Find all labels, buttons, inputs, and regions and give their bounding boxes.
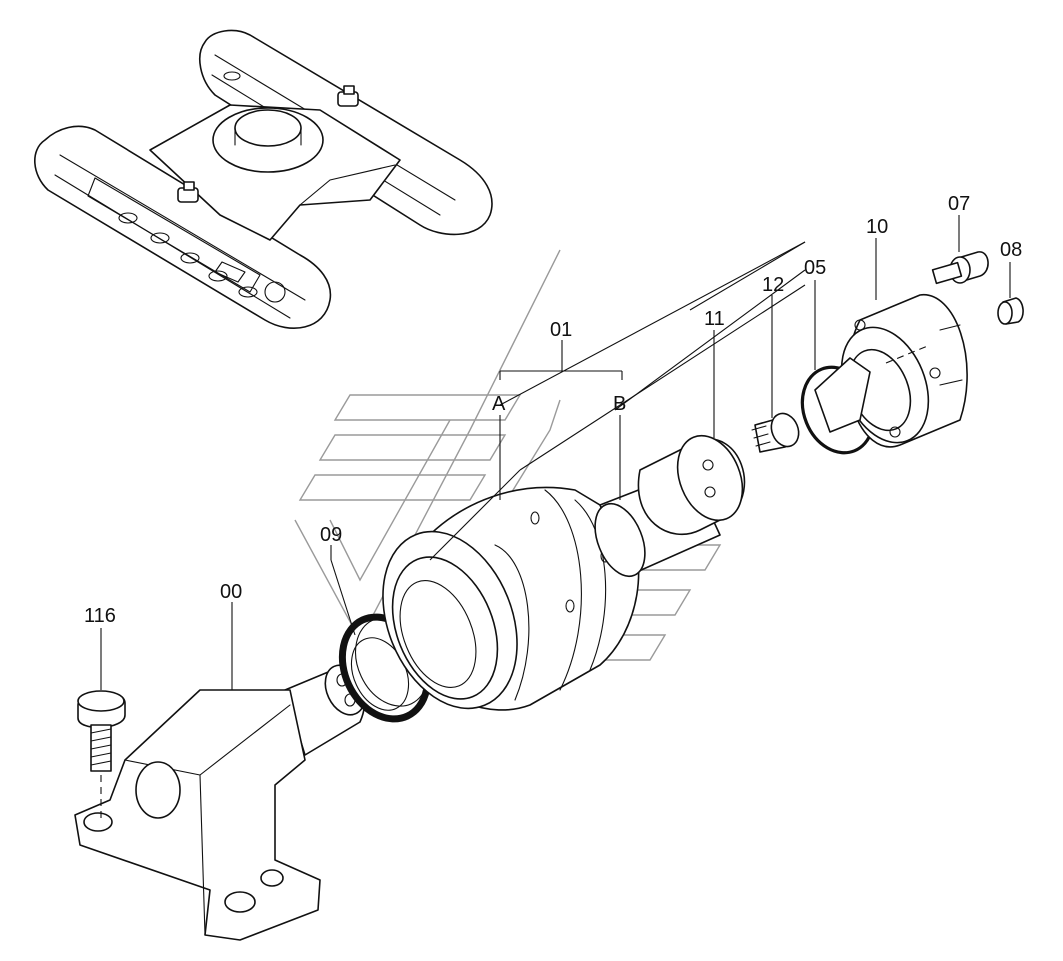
- callout-a: A: [492, 393, 506, 415]
- callout-b: B: [613, 393, 626, 415]
- callout-07: 07: [948, 193, 970, 215]
- leader-lines: [100, 215, 1011, 818]
- undercarriage-overview-drawing: [34, 29, 493, 329]
- callout-08: 08: [1000, 239, 1022, 261]
- callout-labels: 116 00 09 01 A B 11 12 05 10 07 08: [84, 193, 1022, 627]
- cap-screw-part-07: [931, 251, 989, 285]
- axle-bracket-part-00: [74, 664, 366, 941]
- thrust-plate-part-11: [637, 434, 746, 536]
- callout-11: 11: [704, 308, 725, 330]
- callout-116: 116: [84, 605, 116, 627]
- callout-09: 09: [320, 524, 342, 546]
- callout-10: 10: [866, 216, 888, 238]
- pin-part-12: [751, 412, 800, 453]
- bolt-part-116: [77, 690, 126, 772]
- end-cap-part-10: [814, 294, 968, 448]
- callout-00: 00: [220, 581, 242, 603]
- grease-fitting-icon: [177, 85, 359, 203]
- callout-12: 12: [762, 274, 784, 296]
- track-roller-part-01: [382, 469, 721, 711]
- callout-01: 01: [550, 319, 572, 341]
- plug-part-08: [997, 297, 1024, 325]
- callout-05: 05: [804, 257, 826, 279]
